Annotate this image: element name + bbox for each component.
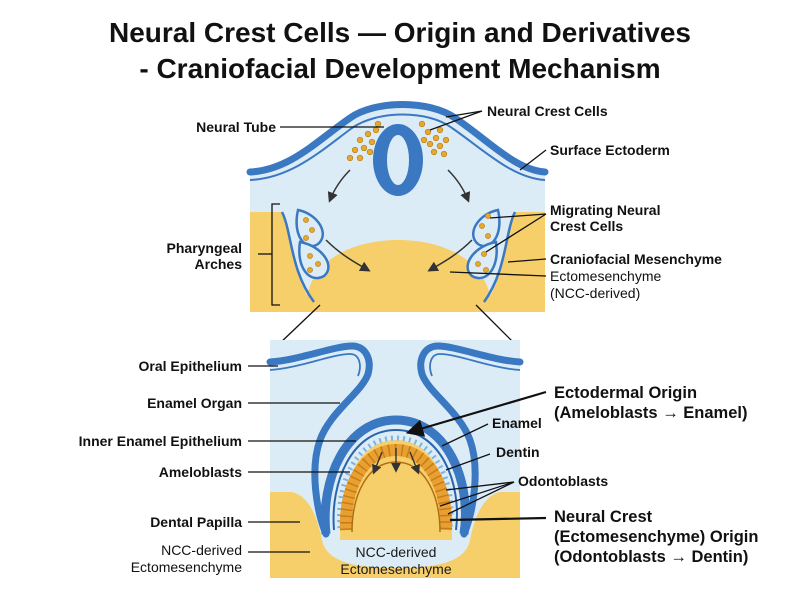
- left-arch-2: [298, 240, 330, 280]
- oral-epithelium-inner-right: [429, 353, 521, 377]
- neural-crest-cells-right: [418, 120, 450, 158]
- label-migrating-line1: Migrating Neural: [550, 202, 660, 218]
- leader-migrating-b: [485, 213, 547, 253]
- neural-tube-lumen: [387, 135, 409, 185]
- surface-ectoderm: [246, 101, 549, 176]
- label-ectomesenchyme: Ectomesenchyme: [550, 268, 661, 284]
- label-ameloblasts: Ameloblasts: [159, 464, 242, 480]
- label-migrating-line2: Crest Cells: [550, 218, 623, 234]
- papilla-arrow-left: [372, 451, 383, 475]
- leader-odontoblasts-a: [445, 481, 515, 491]
- leader-ectomesenchyme: [449, 271, 547, 277]
- tooth-germ-diagram: [248, 340, 547, 578]
- oral-epithelium-inner-left: [269, 353, 361, 377]
- leader-neural-crest-b: [429, 110, 483, 131]
- label-craniofacial-mesenchyme: Craniofacial Mesenchyme: [550, 251, 722, 267]
- label-enamel-organ: Enamel Organ: [147, 395, 242, 411]
- label-ncc-center-line1: NCC-derived: [356, 544, 437, 560]
- right-arch-2: [466, 240, 498, 280]
- leader-neural-crest-origin: [449, 516, 547, 522]
- label-oral-epithelium: Oral Epithelium: [139, 358, 242, 374]
- title-line-2: - Craniofacial Development Mechanism: [139, 53, 661, 84]
- left-mesenchyme-region: [250, 212, 312, 312]
- neural-tube-diagram: [246, 101, 549, 346]
- label-neural-crest-origin-line3: (Odontoblasts → Dentin): [554, 548, 748, 566]
- label-neural-crest-origin-line2: (Ectomesenchyme) Origin: [554, 528, 758, 546]
- migrating-crest-cells: [303, 213, 491, 273]
- arch-arrow-left: [325, 239, 371, 272]
- leader-surface-ectoderm: [519, 149, 547, 171]
- label-ectodermal-origin-line1: Ectodermal Origin: [554, 384, 697, 402]
- papilla-arrow-right: [409, 451, 420, 475]
- label-surface-ectoderm: Surface Ectoderm: [550, 142, 670, 158]
- label-neural-tube: Neural Tube: [196, 119, 276, 135]
- title-line-1: Neural Crest Cells — Origin and Derivati…: [109, 17, 691, 48]
- leader-odontoblasts-c: [447, 481, 515, 515]
- label-odontoblasts: Odontoblasts: [518, 473, 608, 489]
- arch-arrow-right: [427, 239, 473, 272]
- label-enamel: Enamel: [492, 415, 542, 431]
- label-ncc-left-line2: Ectomesenchyme: [131, 559, 242, 575]
- label-dental-papilla: Dental Papilla: [150, 514, 242, 530]
- label-ectodermal-origin-line2: (Ameloblasts → Enamel): [554, 404, 747, 422]
- label-neural-crest-cells: Neural Crest Cells: [487, 103, 608, 119]
- neural-crest-cells-left: [346, 120, 382, 162]
- right-arch-boundary: [482, 211, 517, 303]
- leader-neural-crest-a: [445, 110, 483, 118]
- label-ncc-left-line1: NCC-derived: [161, 542, 242, 558]
- right-arch-1: [472, 208, 501, 248]
- leader-craniofacial: [507, 258, 547, 263]
- craniofacial-mesenchyme-mound: [305, 240, 492, 312]
- label-pharyngeal-line2: Arches: [195, 256, 243, 272]
- label-ncc-derived: (NCC-derived): [550, 285, 640, 301]
- label-dentin: Dentin: [496, 444, 540, 460]
- label-neural-crest-origin-line1: Neural Crest: [554, 508, 653, 526]
- zoom-line-left: [277, 304, 321, 346]
- surface-ectoderm-inner: [249, 113, 546, 181]
- inner-enamel-epithelium: [332, 428, 458, 531]
- enamel-organ-cap: [320, 415, 470, 535]
- leader-odontoblasts-b: [439, 481, 515, 507]
- migration-arrow-right: [447, 169, 471, 203]
- oral-epithelium-right: [417, 342, 524, 538]
- label-inner-enamel-epithelium: Inner Enamel Epithelium: [79, 433, 242, 449]
- left-arch-1: [295, 208, 324, 248]
- leader-enamel: [441, 423, 489, 447]
- leader-dentin: [445, 453, 491, 471]
- label-ncc-center-line2: Ectomesenchyme: [340, 561, 451, 577]
- leader-ectodermal-origin: [405, 390, 547, 437]
- leader-migrating-a: [489, 213, 547, 219]
- left-arch-boundary: [280, 211, 316, 303]
- dental-mesenchyme-base: [270, 492, 520, 578]
- zoom-line-right: [475, 304, 517, 346]
- label-pharyngeal-line1: Pharyngeal: [167, 240, 242, 256]
- migration-arrow-left: [327, 169, 351, 203]
